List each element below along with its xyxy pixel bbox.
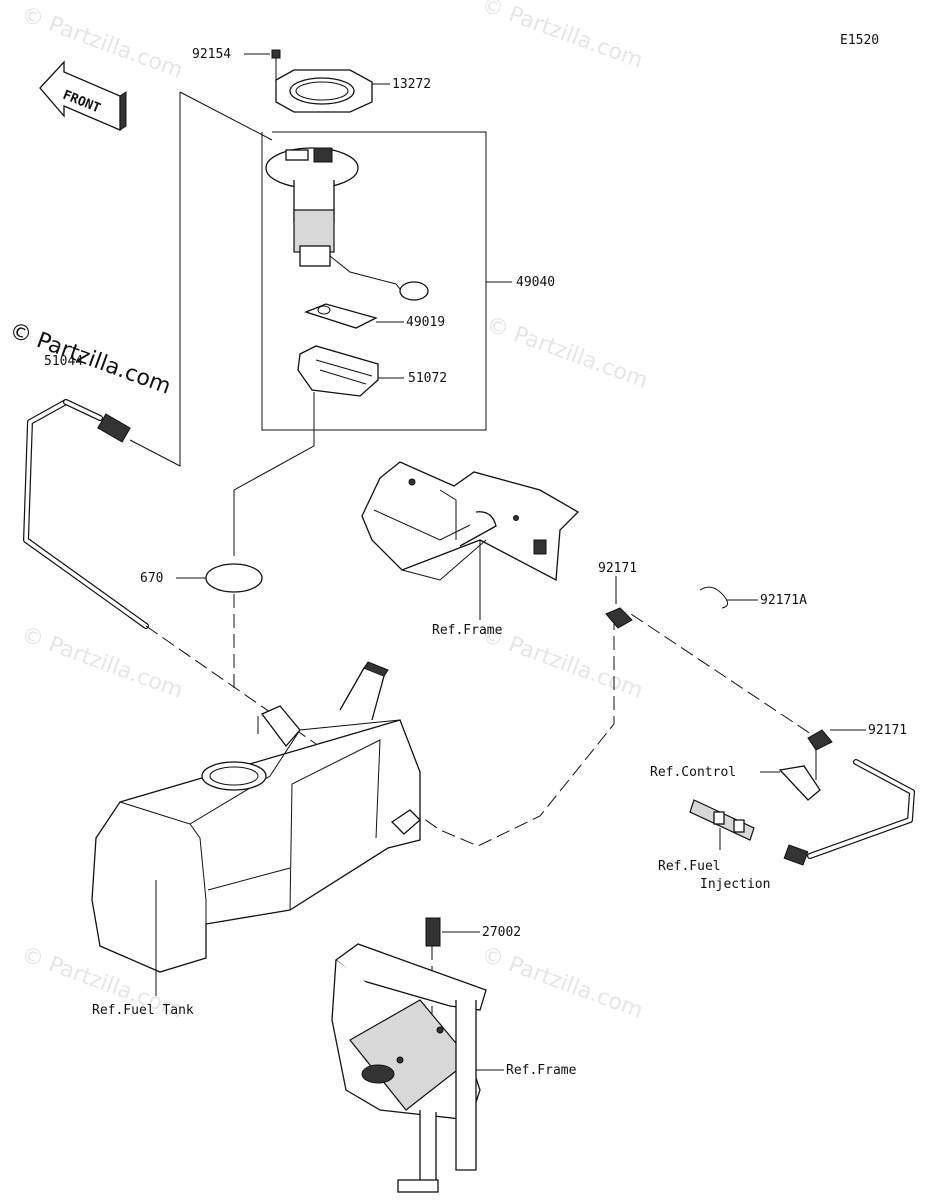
frame-lower [331, 943, 504, 1193]
callout-92154: 92154 [192, 47, 231, 62]
watermark: © Partzilla.com [478, 0, 646, 74]
watermark: © Partzilla.com [478, 622, 646, 704]
fuel-pump [265, 147, 429, 301]
fuel-injection-rail [689, 799, 755, 850]
gasket-49019 [304, 303, 404, 329]
control-bracket [760, 750, 821, 801]
callout-51044: 51044 [44, 354, 83, 369]
callout-92171-a: 92171 [598, 561, 637, 576]
ref-frame-upper: Ref.Frame [432, 623, 503, 638]
plate-13272 [275, 69, 390, 113]
filter-51072 [297, 345, 404, 397]
ref-fuel-tank: Ref.Fuel Tank [92, 1003, 194, 1018]
watermark: © Partzilla.com [483, 312, 651, 394]
watermark: © Partzilla.com [18, 2, 186, 84]
callout-27002: 27002 [482, 925, 521, 940]
frame-upper [361, 461, 580, 620]
ref-fuel-line2: Injection [700, 877, 770, 892]
callout-49040: 49040 [516, 275, 555, 290]
callout-92171-c: 92171 [868, 723, 907, 738]
ref-fuel-line1: Ref.Fuel [658, 859, 721, 874]
clamp-92171A [699, 586, 758, 609]
copyright-label: © Partzilla.com [6, 318, 174, 400]
watermark: © Partzilla.com [18, 622, 186, 704]
connector-27002 [425, 917, 480, 1020]
clamp-92171-a [605, 576, 633, 629]
clamp-92171-c [807, 729, 866, 751]
fuel-tank [91, 661, 421, 996]
diagram-code: E1520 [840, 33, 879, 48]
callout-670: 670 [140, 571, 163, 586]
o-ring-670 [176, 563, 263, 690]
callout-49019: 49019 [406, 315, 445, 330]
ref-frame-lower: Ref.Frame [506, 1063, 577, 1078]
callout-51072: 51072 [408, 371, 447, 386]
pump-assembly-bracket [261, 131, 512, 431]
front-arrow-icon: FRONT [39, 60, 127, 131]
watermark: © Partzilla.com [478, 942, 646, 1024]
callout-92171A: 92171A [760, 593, 807, 608]
fuel-hose-right [783, 759, 915, 866]
callout-13272: 13272 [392, 77, 431, 92]
fuel-hose-51044 [23, 399, 149, 629]
bolt-92154 [244, 49, 281, 80]
ref-control: Ref.Control [650, 765, 736, 780]
